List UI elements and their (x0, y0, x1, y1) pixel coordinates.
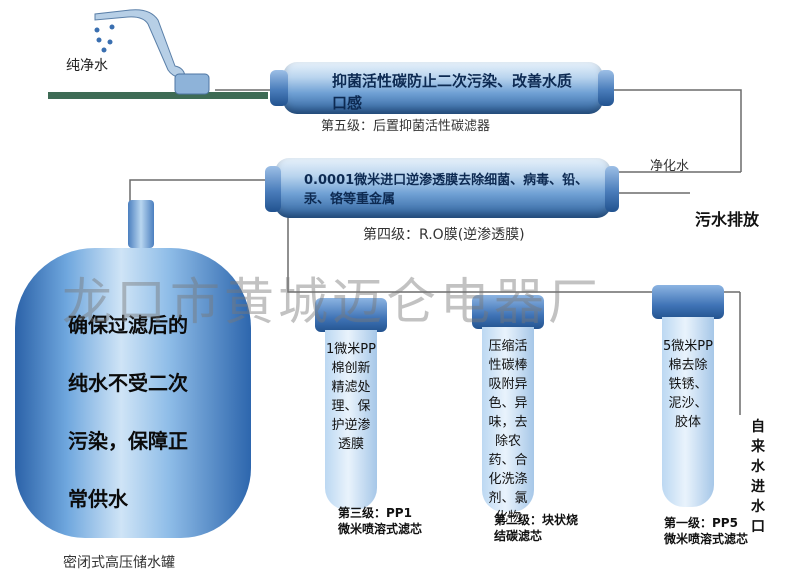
tank-text-line: 常供水 (68, 487, 128, 511)
watermark: 龙口市黄城迈仑电器厂 (62, 273, 602, 331)
counter-top (48, 92, 268, 99)
filter-stage4-text: 0.0001微米进口逆渗透膜去除细菌、病毒、铅、汞、铬等重金属 (304, 173, 589, 207)
stage1-label: 第一级：PP5微米喷溶式滤芯 (664, 516, 749, 546)
filter-stage4-cap-right (605, 166, 619, 212)
tank-description: 确保过滤后的 纯水不受二次 污染，保障正 常供水 (68, 296, 238, 528)
pipe-right-riser (609, 89, 742, 172)
stage3-label: 第三级：PP1微米喷溶式滤芯 (338, 506, 423, 536)
tank-text-line: 纯水不受二次 (68, 371, 188, 395)
faucet-label: 纯净水 (66, 58, 108, 74)
filter-stage1-column (662, 317, 714, 507)
faucet-icon (94, 9, 186, 93)
filter-stage3-column (325, 330, 377, 510)
filter-stage5-text: 抑菌活性碳防止二次污染、改善水质口感 (332, 72, 573, 112)
storage-tank (15, 248, 251, 538)
filter-stage1-text: 5微米PP棉去除铁锈、泥沙、胶体 (663, 339, 713, 430)
faucet-base-icon (174, 73, 210, 95)
tap-water-inlet-label: 自来水进水口 (751, 419, 765, 535)
filter-stage5-caption: 第五级：后置抑菌活性碳滤器 (321, 119, 491, 134)
purified-water-label: 净化水 (650, 159, 690, 174)
filter-stage5-cap-right (598, 70, 614, 106)
filter-stage3-cap (315, 298, 387, 332)
water-drops-icon (94, 24, 115, 53)
filter-stage5 (283, 62, 603, 114)
filter-stage2-text: 压缩活性碳棒吸附异色、异味，去除农药、合化洗涤剂、氯化物 (488, 339, 528, 525)
filter-stage2-column (482, 327, 534, 512)
waste-discharge-label: 污水排放 (695, 210, 760, 229)
filter-stage4-cap-left (265, 166, 281, 212)
pipe-to-tank (129, 179, 268, 205)
tank-text-line: 确保过滤后的 (68, 313, 188, 337)
tank-caption: 密闭式高压储水罐 (63, 555, 175, 571)
stage2-label: 第二级：块状烧结碳滤芯 (494, 513, 579, 543)
filter-stage1-cap (652, 285, 724, 319)
tank-valve (128, 200, 154, 248)
filter-stage4-caption: 第四级：R.O膜(逆渗透膜) (363, 227, 525, 243)
filter-stage4 (275, 158, 611, 218)
filter-stage3-text: 1微米PP棉创新精滤处理、保护逆渗透膜 (326, 342, 376, 452)
pipe-filter-header (287, 210, 740, 293)
tank-text-line: 污染，保障正 (68, 429, 188, 453)
filter-stage5-cap-left (270, 70, 288, 106)
filter-stage2-cap (472, 295, 544, 329)
